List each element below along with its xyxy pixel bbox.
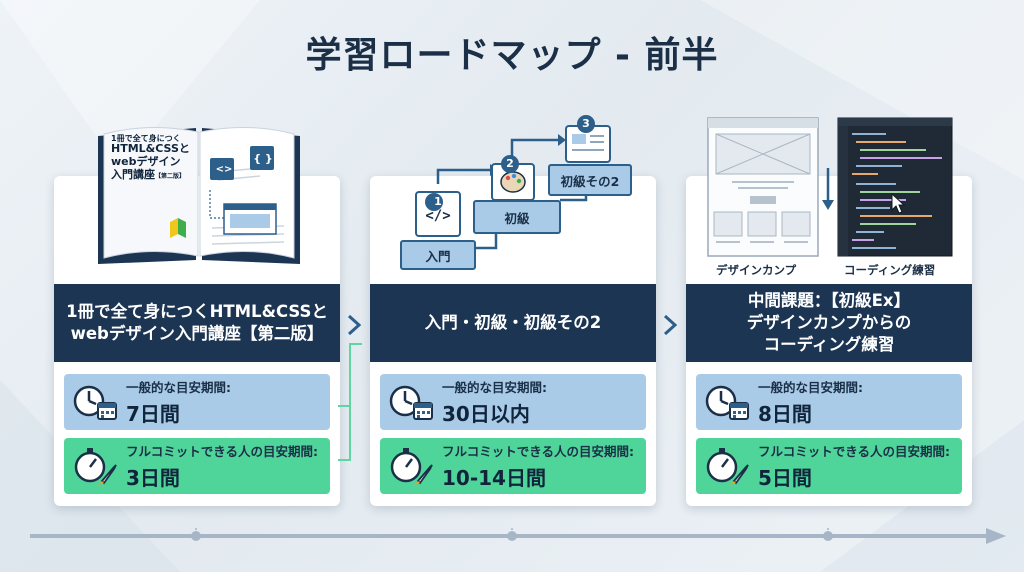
book-cover-line: webデザイン xyxy=(111,155,181,169)
down-arrow-icon xyxy=(822,168,834,210)
chevron-right-icon xyxy=(663,314,678,336)
general-period-box: 一般的な目安期間: 30日以内 xyxy=(380,374,646,430)
document-icon xyxy=(565,125,611,163)
general-period-label: 一般的な目安期間: xyxy=(758,380,863,395)
general-period-value: 8日間 xyxy=(758,402,812,426)
book-cover-text: 1冊で全て身につく HTML&CSSと webデザイン 入門講座【第二版】 xyxy=(111,134,205,182)
code-icon-glyph: <> xyxy=(215,164,233,175)
step-number-badge xyxy=(425,193,443,211)
book-cover-line: HTML&CSSと xyxy=(111,142,190,156)
step-number-badge xyxy=(577,115,595,133)
fast-period-box: フルコミットできる人の目安期間: 10-14日間 xyxy=(380,438,646,494)
clock-calendar-icon xyxy=(380,374,442,430)
braces-icon xyxy=(250,146,274,170)
fast-period-label: フルコミットできる人の目安期間: xyxy=(126,444,318,459)
beginner-mark-icon xyxy=(170,218,186,238)
stopwatch-rocket-icon xyxy=(696,438,758,494)
code-editor-mockup xyxy=(837,117,953,257)
general-period-label: 一般的な目安期間: xyxy=(442,380,547,395)
step-box-intro: 入門 xyxy=(400,240,476,270)
page-title: 学習ロードマップ - 前半 xyxy=(305,35,719,76)
step-box-basic: 初級 xyxy=(473,200,561,234)
fast-period-value: 5日間 xyxy=(758,466,812,490)
step-number: 1 xyxy=(434,195,442,208)
stopwatch-rocket-icon xyxy=(380,438,442,494)
step-number: 2 xyxy=(506,157,514,170)
chevron-right-icon xyxy=(347,314,362,336)
step-number-badge xyxy=(501,155,519,173)
fast-period-value: 3日間 xyxy=(126,466,180,490)
card-heading: 1冊で全て身につくHTML&CSSと webデザイン入門講座【第二版】 xyxy=(54,284,340,362)
connector-line xyxy=(338,343,362,461)
fast-period-box: フルコミットできる人の目安期間: 5日間 xyxy=(696,438,962,494)
design-coding-illustration xyxy=(707,117,953,257)
general-period-box: 一般的な目安期間: 7日間 xyxy=(64,374,330,430)
clock-calendar-icon xyxy=(696,374,758,430)
card-heading: 入門・初級・初級その2 xyxy=(370,284,656,362)
book-cover-edition: 第二版 xyxy=(161,173,180,181)
code-icon xyxy=(210,158,234,180)
stopwatch-rocket-icon xyxy=(64,438,126,494)
general-period-value: 7日間 xyxy=(126,402,180,426)
clock-calendar-icon xyxy=(64,374,126,430)
cursor-icon xyxy=(891,192,906,214)
fast-period-label: フルコミットできる人の目安期間: xyxy=(758,444,950,459)
caption-design-comp: デザインカンプ xyxy=(716,263,797,277)
caption-coding-practice: コーディング練習 xyxy=(844,263,936,277)
general-period-box: 一般的な目安期間: 8日間 xyxy=(696,374,962,430)
steps-illustration: </> xyxy=(415,115,611,250)
general-period-value: 30日以内 xyxy=(442,402,530,426)
card-heading: 中間課題：【初級Ex】 デザインカンプからの コーディング練習 xyxy=(686,284,972,362)
step-number: 3 xyxy=(582,117,590,130)
fast-period-label: フルコミットできる人の目安期間: xyxy=(442,444,634,459)
svg-text:</>: </> xyxy=(425,208,450,224)
braces-icon-glyph: { } xyxy=(253,152,273,165)
design-comp-mockup xyxy=(707,117,819,257)
book-cover-line: 1冊で全て身につく xyxy=(111,134,181,143)
fast-period-box: フルコミットできる人の目安期間: 3日間 xyxy=(64,438,330,494)
step-box-basic2: 初級その2 xyxy=(548,164,632,196)
book-illustration xyxy=(98,127,300,264)
book-cover-line: 入門講座 xyxy=(111,168,155,182)
general-period-label: 一般的な目安期間: xyxy=(126,380,231,395)
timeline-arrow xyxy=(30,528,1006,544)
fast-period-value: 10-14日間 xyxy=(442,466,546,490)
